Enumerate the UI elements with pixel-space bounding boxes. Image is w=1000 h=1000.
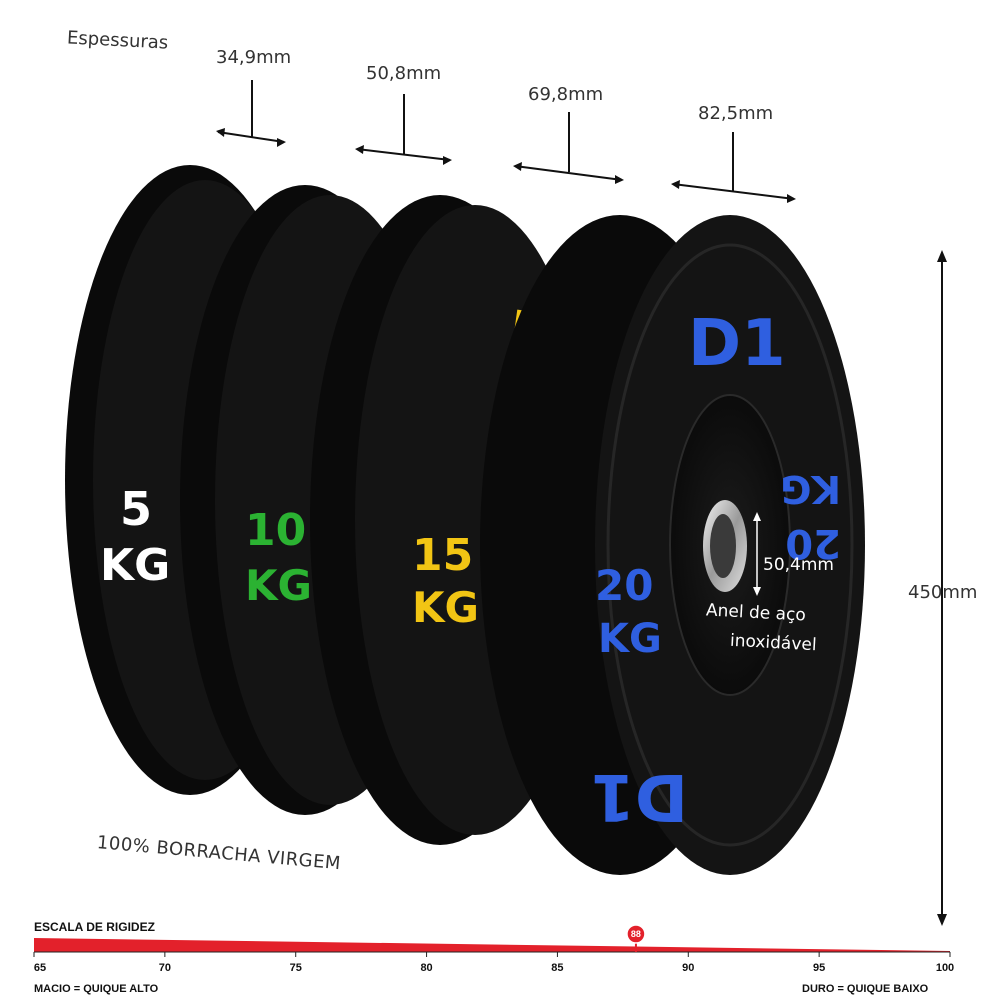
scale-tick-label: 75 <box>289 962 302 974</box>
plate-20kg-weight-flipped: 20 <box>785 520 841 566</box>
plate-10kg-unit: KG <box>245 561 312 610</box>
scale-ticks <box>33 952 951 957</box>
height-label: 450mm <box>908 582 978 603</box>
plate-5kg-weight: 5 <box>120 482 152 536</box>
thickness-callouts <box>216 80 796 203</box>
plate-20kg-logo-top: D1 <box>688 307 786 381</box>
scale-tick-label: 85 <box>551 962 564 974</box>
scale-tick-label: 65 <box>33 962 47 974</box>
plate-20kg-unit: KG <box>598 616 662 662</box>
plate-20kg-rim <box>606 243 854 847</box>
scale-right-label: DURO = QUIQUE BAIXO <box>802 983 929 995</box>
scale-tick-label: 95 <box>813 962 826 974</box>
plate-15kg-unit: KG <box>412 583 479 632</box>
plate-20kg: D1 D1 20 KG 20 KG <box>480 215 865 875</box>
thickness-label-3: 69,8mm <box>528 84 604 105</box>
plate-20kg-logo-bottom: D1 <box>590 759 688 833</box>
scale-wedge <box>34 938 950 952</box>
thickness-label-4: 82,5mm <box>698 103 774 124</box>
thickness-callout-2 <box>355 94 452 165</box>
plate-20kg-weight: 20 <box>595 561 653 610</box>
scale-left-label: MACIO = QUIQUE ALTO <box>34 983 159 995</box>
thickness-label-2: 50,8mm <box>366 63 442 84</box>
scale-marker-label: 88 <box>630 929 641 939</box>
scale-tick-label: 80 <box>420 962 433 974</box>
scale-title: ESCALA DE RIGIDEZ <box>34 920 155 934</box>
scale-tick-label: 70 <box>158 962 171 974</box>
thickness-callout-3 <box>513 112 624 184</box>
scale-tick-label: 90 <box>682 962 695 974</box>
scale-marker <box>626 924 646 944</box>
height-arrow <box>937 250 947 926</box>
thickness-callout-4 <box>671 132 796 203</box>
hole-diameter-label: 50,4mm <box>763 555 834 575</box>
center-hole <box>710 514 736 578</box>
plate-15kg-weight: 15 <box>412 530 473 581</box>
plate-20kg-unit-flipped: KG <box>780 467 841 511</box>
plate-5kg-unit: KG <box>100 540 170 591</box>
plate-10kg-weight: 10 <box>245 505 306 556</box>
hole-diameter-arrow <box>753 512 761 596</box>
hardness-scale <box>33 924 951 957</box>
thickness-label-1: 34,9mm <box>216 47 292 68</box>
thickness-callout-1 <box>216 80 286 147</box>
scale-tick-label: 100 <box>935 962 955 974</box>
